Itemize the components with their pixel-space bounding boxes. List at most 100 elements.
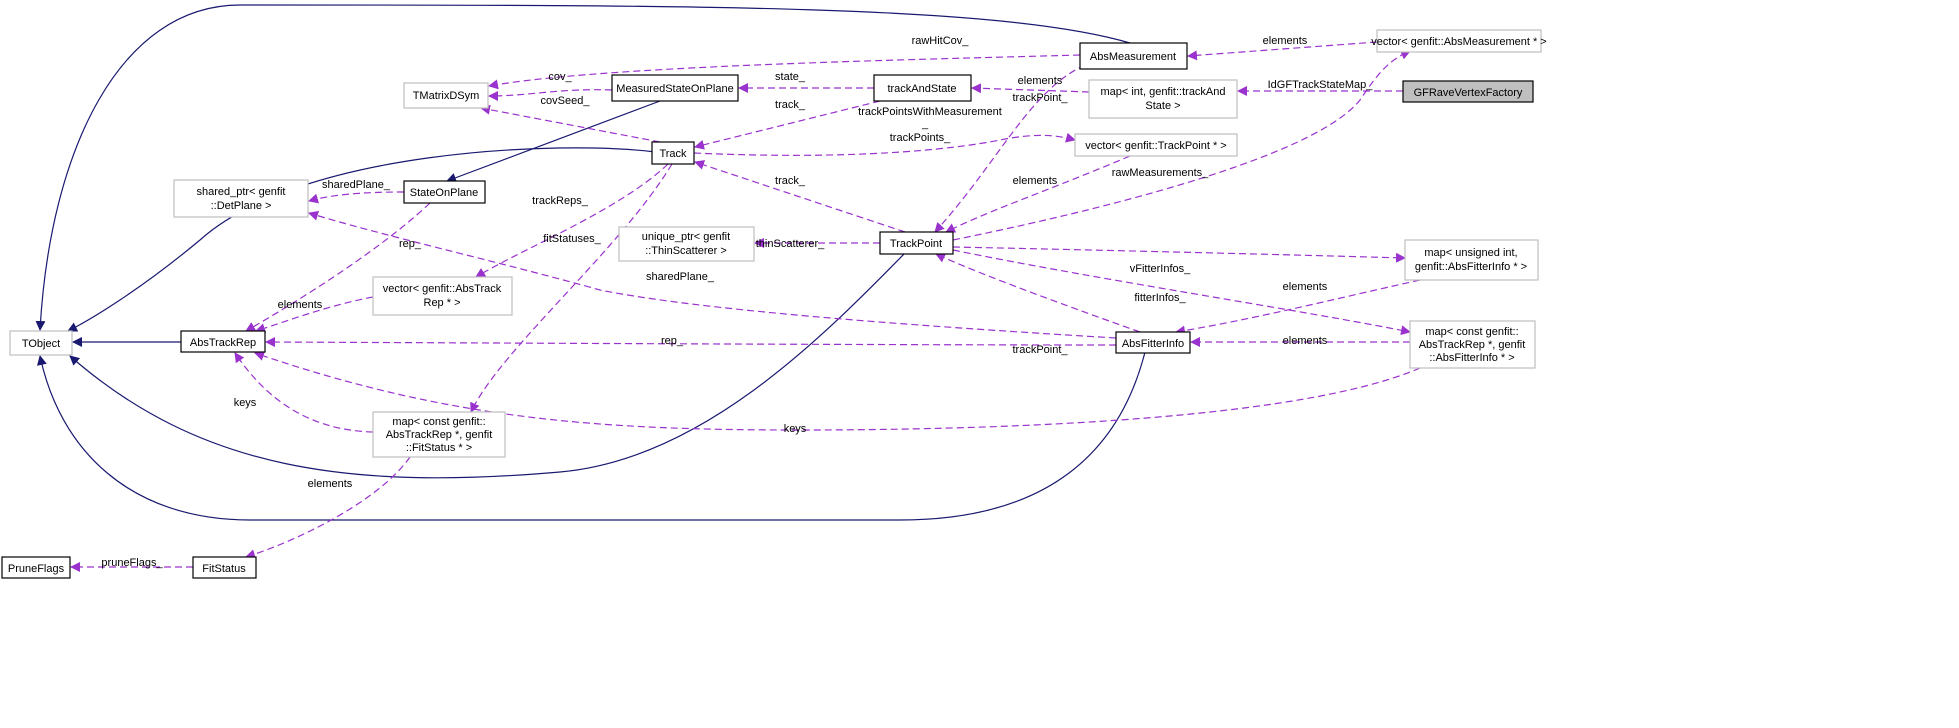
node-label: genfit::AbsFitterInfo * > [1415, 261, 1527, 273]
node-tmatrixdsym[interactable]: TMatrixDSym [403, 82, 489, 109]
edge-label: elements [1283, 335, 1328, 347]
inheritance-edges [35, 4, 1146, 521]
edge-label: pruneFlags_ [101, 557, 163, 569]
node-stateonplane[interactable]: StateOnPlane [403, 180, 486, 204]
edge-trackpoint-tobject [69, 252, 906, 479]
node-measuredstateonplane[interactable]: MeasuredStateOnPlane [611, 74, 739, 102]
edge-msop-stateonplane [446, 100, 661, 183]
edge-label: IdGFTrackStateMap_ [1268, 79, 1374, 91]
edge-trackpoints [693, 132, 1076, 156]
edge-vec-absm [1187, 41, 1378, 61]
node-trackandstate[interactable]: trackAndState [873, 74, 972, 102]
edge-keys-fitstatus [234, 352, 374, 433]
edge-label: _ [921, 118, 929, 130]
edge-track-trackandstate [694, 100, 881, 150]
node-unique-ptr[interactable]: unique_ptr< genfit ::ThinScatterer > [618, 226, 755, 262]
edge-label: rep_ [661, 335, 684, 347]
edge-rawmeasurements [952, 50, 1411, 241]
node-gfravevertexfactory[interactable]: GFRaveVertexFactory [1402, 80, 1534, 103]
node-label: State > [1145, 100, 1180, 112]
edge-label: covSeed_ [541, 95, 591, 107]
edge-trackreps [475, 163, 669, 278]
edge-label: sharedPlane_ [322, 179, 391, 191]
edge-label: thinScatterer_ [756, 238, 825, 250]
node-label: TMatrixDSym [413, 90, 480, 102]
edge-label: track_ [775, 99, 806, 111]
node-label: map< int, genfit::trackAnd [1100, 86, 1225, 98]
edge-label: sharedPlane_ [646, 271, 715, 283]
node-label: vector< genfit::AbsTrack [383, 283, 502, 295]
edge-covseed [480, 104, 661, 143]
edge-track-tp [694, 160, 906, 233]
edge-map-trackandstate [971, 83, 1090, 94]
edge-label: cov_ [548, 71, 572, 83]
edge-label: rawMeasurements_ [1112, 167, 1209, 179]
node-map-unsigned[interactable]: map< unsigned int, genfit::AbsFitterInfo… [1404, 239, 1539, 281]
edge-elements-vec-atr [255, 296, 374, 333]
edge-vfitterinfos [952, 246, 1406, 263]
edge-trackpoint-afi [935, 253, 1141, 333]
node-map-const-absfitterinfo[interactable]: map< const genfit:: AbsTrackRep *, genfi… [1409, 320, 1536, 369]
edge-labels: rawHitCov_ cov_ covSeed_ state_ track_ t… [101, 35, 1373, 569]
edge-label: elements [1283, 281, 1328, 293]
node-vector-absmeasurement[interactable]: vector< genfit::AbsMeasurement * > [1371, 29, 1547, 53]
edge-label: trackPoint_ [1012, 344, 1068, 356]
node-absfitterinfo[interactable]: AbsFitterInfo [1115, 331, 1191, 354]
edge-fitstatuses [470, 163, 673, 413]
node-label: map< unsigned int, [1424, 247, 1517, 259]
node-label: FitStatus [202, 563, 246, 575]
node-vector-trackpoint[interactable]: vector< genfit::TrackPoint * > [1074, 133, 1238, 157]
node-absmeasurement[interactable]: AbsMeasurement [1079, 42, 1188, 70]
edge-sharedplane-sop [308, 191, 405, 204]
edge-label: elements [1018, 75, 1063, 87]
edge-label: keys [784, 423, 807, 435]
edge-label: elements [1013, 175, 1058, 187]
edge-rep-sop [245, 202, 431, 332]
node-label: TrackPoint [890, 238, 942, 250]
node-label: ::DetPlane > [211, 200, 272, 212]
node-shared-ptr[interactable]: shared_ptr< genfit ::DetPlane > [173, 179, 309, 218]
node-map-fitstatus[interactable]: map< const genfit:: AbsTrackRep *, genfi… [372, 411, 506, 458]
edge-label: rawHitCov_ [912, 35, 970, 47]
node-label: MeasuredStateOnPlane [616, 83, 733, 95]
node-label: ::FitStatus * > [406, 442, 472, 454]
node-label: vector< genfit::TrackPoint * > [1085, 140, 1226, 152]
edge-label: fitterInfos_ [1134, 292, 1186, 304]
node-label: vector< genfit::AbsMeasurement * > [1371, 36, 1546, 48]
node-label: map< const genfit:: [1425, 326, 1518, 338]
edge-label: elements [1263, 35, 1308, 47]
edge-trackpoint-absm [934, 64, 1086, 233]
node-fitstatus[interactable]: FitStatus [192, 556, 257, 579]
edge-absmeasurement-tobject [35, 4, 1131, 331]
edge-label: trackPoint_ [1012, 92, 1068, 104]
node-label: AbsTrackRep *, genfit [1419, 339, 1526, 351]
edge-label: state_ [775, 71, 806, 83]
node-pruneflags[interactable]: PruneFlags [1, 556, 71, 579]
nodes: TObject AbsTrackRep PruneFlags FitStatus… [1, 29, 1547, 579]
node-track[interactable]: Track [651, 141, 695, 165]
edge-elements-fitstatus [245, 456, 411, 560]
node-tobject[interactable]: TObject [9, 330, 73, 356]
node-label: unique_ptr< genfit [642, 231, 730, 243]
usage-edges [70, 41, 1421, 572]
edge-keys-const [254, 351, 1421, 431]
node-label: Track [659, 148, 687, 160]
node-label: StateOnPlane [410, 187, 479, 199]
node-label: AbsTrackRep *, genfit [386, 429, 493, 441]
node-vector-abstrackrep[interactable]: vector< genfit::AbsTrack Rep * > [372, 276, 513, 316]
node-map-trackandstate[interactable]: map< int, genfit::trackAnd State > [1088, 79, 1238, 119]
node-label: ::ThinScatterer > [645, 245, 727, 257]
node-label: Rep * > [424, 297, 461, 309]
edge-rep-afi [265, 337, 1117, 348]
edge-rawhitcov [488, 54, 1081, 90]
edge-label: vFitterInfos_ [1130, 263, 1191, 275]
node-label: AbsFitterInfo [1122, 338, 1184, 350]
edge-label: rep_ [399, 238, 422, 250]
node-abstrackrep[interactable]: AbsTrackRep [180, 330, 266, 353]
node-label: AbsTrackRep [190, 337, 256, 349]
node-trackpoint[interactable]: TrackPoint [879, 231, 954, 255]
edge-fitterinfos [952, 249, 1411, 336]
edge-absfitterinfo-tobject [36, 351, 1146, 521]
edge-label: track_ [775, 175, 806, 187]
